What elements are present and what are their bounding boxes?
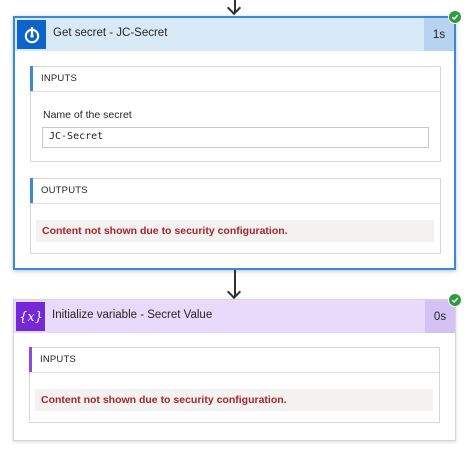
success-check-icon (448, 10, 462, 24)
action-title: Get secret - JC-Secret (53, 27, 168, 39)
outputs-section: OUTPUTS Content not shown due to securit… (30, 178, 441, 254)
action-card-initialize-variable[interactable]: {x} Initialize variable - Secret Value 0… (13, 299, 456, 441)
secret-name-value[interactable]: JC-Secret (42, 127, 429, 148)
action-card-header[interactable]: {x} Initialize variable - Secret Value 0… (14, 300, 455, 333)
connector-arrow (226, 270, 242, 300)
success-check-icon (448, 293, 462, 307)
inputs-section: INPUTS Content not shown due to security… (29, 347, 440, 423)
inputs-section-header[interactable]: INPUTS (29, 347, 439, 373)
svg-text:{x}: {x} (19, 310, 43, 325)
inputs-section: INPUTS Name of the secret JC-Secret (30, 66, 441, 162)
inputs-label: INPUTS (40, 354, 77, 365)
variable-icon: {x} (16, 302, 45, 331)
secure-content-message: Content not shown due to security config… (36, 220, 434, 242)
secret-name-label: Name of the secret (43, 109, 132, 121)
inputs-section-header[interactable]: INPUTS (30, 66, 440, 92)
action-card-get-secret[interactable]: Get secret - JC-Secret 1s INPUTS Name of… (13, 16, 456, 270)
outputs-label: OUTPUTS (41, 185, 88, 196)
outputs-section-header[interactable]: OUTPUTS (30, 178, 440, 204)
section-accent-bar (30, 66, 33, 91)
action-title: Initialize variable - Secret Value (52, 309, 213, 321)
section-accent-bar (30, 178, 33, 203)
inputs-label: INPUTS (41, 73, 78, 84)
section-accent-bar (29, 347, 32, 372)
secure-content-message: Content not shown due to security config… (35, 389, 433, 411)
connector-arrow-top (226, 0, 242, 16)
action-duration: 1s (424, 18, 454, 51)
action-card-header[interactable]: Get secret - JC-Secret 1s (15, 18, 454, 51)
key-vault-icon (17, 20, 46, 49)
